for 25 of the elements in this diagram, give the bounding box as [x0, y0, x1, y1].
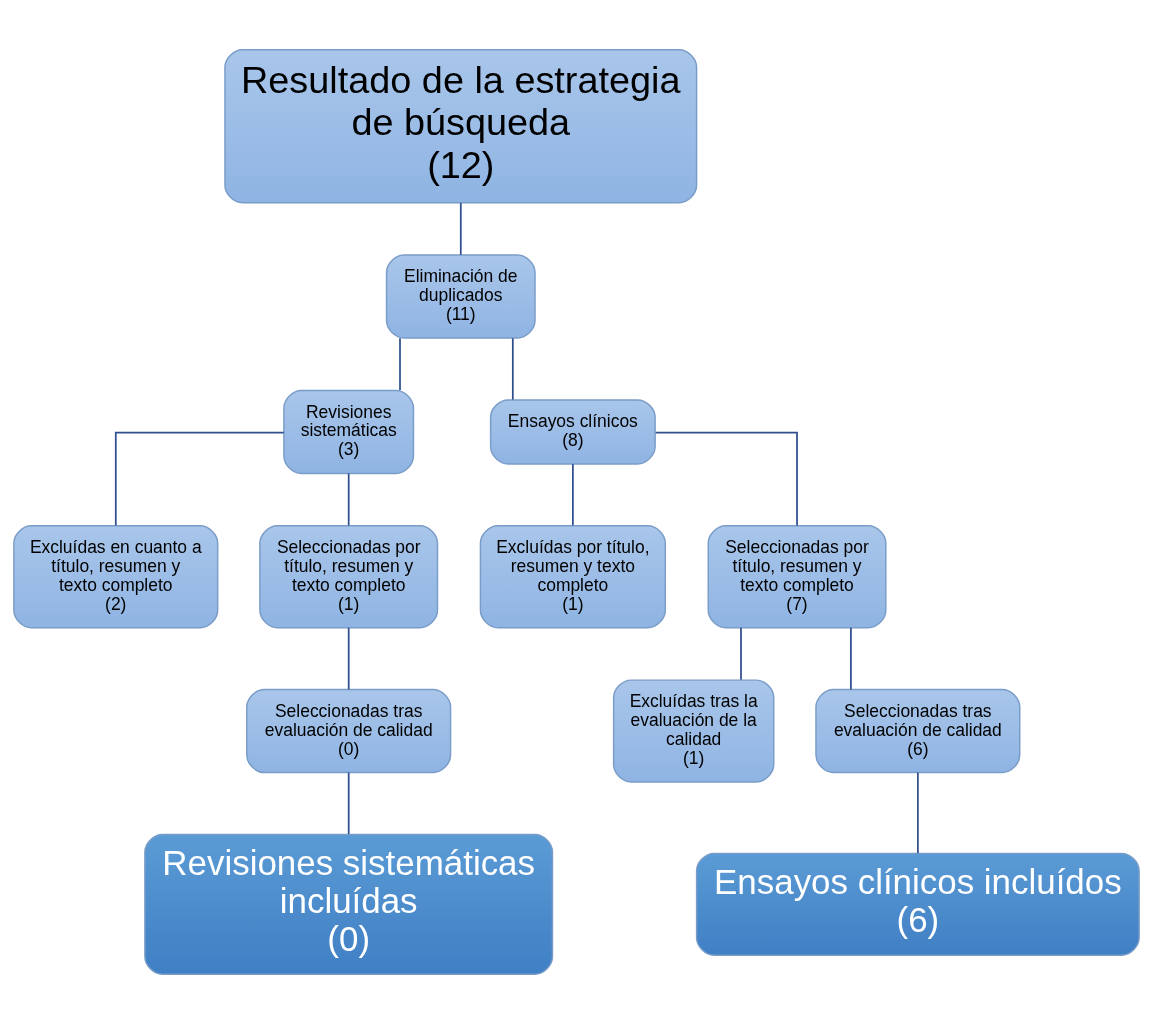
node-box: Eliminación de duplicados (11) [385, 253, 536, 339]
node-box: Seleccionadas por título, resumen y texto completo (1) [259, 524, 439, 628]
node-box: Seleccionadas por título, resumen y texto completo (7) [707, 524, 887, 628]
node-box: Seleccionadas tras evaluación de calidad (0) [246, 688, 452, 773]
connector [347, 626, 350, 690]
node-box: Ensayos clínicos incluídos (6) [695, 852, 1140, 956]
connector [114, 431, 285, 526]
connector [347, 771, 350, 835]
node-box: Ensayos clínicos (8) [489, 398, 656, 465]
node-box: Excluídas en cuanto a título, resumen y texto completo (2) [13, 524, 219, 628]
connector [347, 472, 350, 526]
node-box: Resultado de la estrategia de búsqueda (12) [224, 48, 698, 203]
connector [511, 336, 514, 400]
node-box: Excluídas tras la evaluación de la calidad (1) [612, 678, 775, 783]
node-box: Revisiones sistemáticas incluídas (0) [144, 833, 554, 975]
connector [572, 462, 574, 526]
connector [654, 431, 798, 526]
node-box: Excluídas por título, resumen y texto completo (1) [479, 524, 667, 628]
connector [917, 771, 919, 854]
connector [740, 626, 742, 681]
node-box: Seleccionadas tras evaluación de calidad (6) [815, 688, 1021, 773]
node-box: Revisiones sistemáticas (3) [283, 389, 415, 474]
connector [850, 626, 852, 690]
connector [459, 201, 462, 256]
connector [399, 336, 401, 391]
